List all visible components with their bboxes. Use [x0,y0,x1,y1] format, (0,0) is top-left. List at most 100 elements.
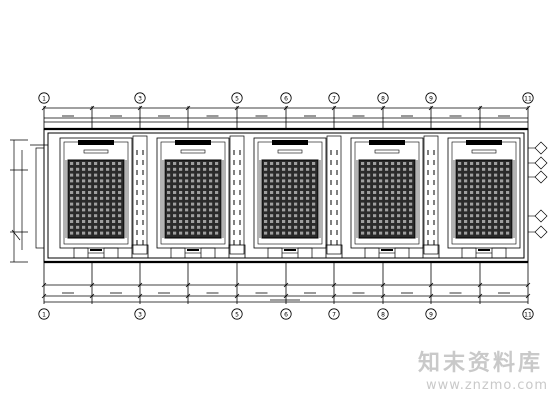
hall-ceiling-light [312,220,316,223]
dim-tick [477,282,483,288]
hall-ceiling-light [203,208,207,212]
hall-ceiling-light [288,185,292,189]
hall-ceiling-light [312,179,316,183]
axis-bubble-label: 7 [332,95,336,102]
hall-ceiling-light [391,225,395,229]
hall-ceiling-light [403,173,407,177]
hall-ceiling-light [106,179,110,183]
hall-ceiling-light [94,196,98,200]
hall-ceiling-light [409,220,413,223]
hall-ceiling-light [203,167,207,171]
hall-ceiling-light [403,191,407,194]
hall-ceiling-light [458,231,462,235]
hall-ceiling-light [197,231,201,235]
hall-ceiling-light [82,202,86,206]
hall-ceiling-light [112,167,116,171]
hall-ceiling-light [294,167,298,171]
hall-ceiling-light [500,196,504,200]
hall-ceiling-light [294,225,298,229]
dim-tick [380,282,386,288]
hall-ceiling-light [82,162,86,165]
hall-ceiling-light [100,208,104,212]
hall-ceiling-light [361,220,365,223]
dim-tick [525,293,531,299]
hall-ceiling-light [397,220,401,223]
hall-ceiling-light [173,173,177,177]
hall-ceiling-light [379,220,383,223]
hall-ceiling-light [270,196,274,200]
hall-ceiling-light [76,231,80,235]
column-band [423,135,439,255]
hall-ceiling-light [361,214,365,218]
hall-ceiling-light [94,173,98,177]
hall-ceiling-light [167,196,171,200]
axis-bubble-label: 1 [42,95,46,102]
hall-ceiling-light [391,162,395,165]
axis-bubble-circle [425,92,437,104]
hall-ceiling-light [500,214,504,218]
hall-ceiling-light [458,179,462,183]
hall-ceiling-light [185,208,189,212]
hall-ceiling-light [270,167,274,171]
hall-ceiling-light [403,214,407,218]
hall-ceiling-light [464,173,468,177]
hall-ceiling-light [494,196,498,200]
hall-ceiling-light [391,196,395,200]
hall-ceiling-light [464,214,468,218]
column-base-box [325,244,343,259]
hall-label-mark [284,249,296,251]
hall-ceiling-light [385,191,389,194]
axis-bubble-circle [328,308,340,320]
dim-tick [89,282,95,288]
hall-ceiling-light [391,220,395,223]
hall-ceiling-light [179,196,183,200]
hall-ceiling-light [306,167,310,171]
hall-ceiling-light [106,202,110,206]
dim-tick [185,293,191,299]
hall-ceiling-light [209,179,213,183]
hall-top-fixture [272,140,308,145]
hall-ceiling-light [203,231,207,235]
hall-ceiling-light [112,231,116,235]
hall-ceiling-light [367,162,371,165]
axis-bubble-top: 6 [280,92,292,104]
hall-ceiling-light [506,214,510,218]
hall-ceiling-light [100,214,104,218]
hall-ceiling-light [488,167,492,171]
hall-ceiling-light [264,162,268,165]
hall-ceiling-light [94,167,98,171]
hall-ceiling-light [191,225,195,229]
hall-ceiling-light [70,167,74,171]
hall-module [156,137,230,259]
hall-module [253,137,327,259]
dim-tick [234,293,240,299]
hall-ceiling-light [82,167,86,171]
hall-ceiling-light [179,208,183,212]
hall-frame [156,137,230,249]
hall-ceiling-light [276,196,280,200]
dim-tick [380,105,386,111]
hall-ceiling-light [203,220,207,223]
dim-tick [283,282,289,288]
hall-ceiling-light [209,173,213,177]
axis-bubble-label: 8 [381,95,385,102]
hall-ceiling-light [203,185,207,189]
hall-ceiling-light [300,220,304,223]
hall-ceiling-light [215,225,219,229]
hall-module [350,137,424,259]
hall-ceiling-light [300,196,304,200]
hall-ceiling-light [112,173,116,177]
hall-ceiling-light [300,202,304,206]
hall-ceiling-light [215,173,219,177]
hall-ceiling-light [100,202,104,206]
dim-tick [41,282,47,288]
hall-ceiling-light [482,231,486,235]
hall-ceiling-light [494,167,498,171]
hall-ceiling-light [488,231,492,235]
hall-ceiling-light [409,162,413,165]
hall-ceiling-light [270,179,274,183]
hall-ceiling-light [312,208,316,212]
hall-ceiling-light [300,231,304,235]
hall-ceiling-light [288,162,292,165]
